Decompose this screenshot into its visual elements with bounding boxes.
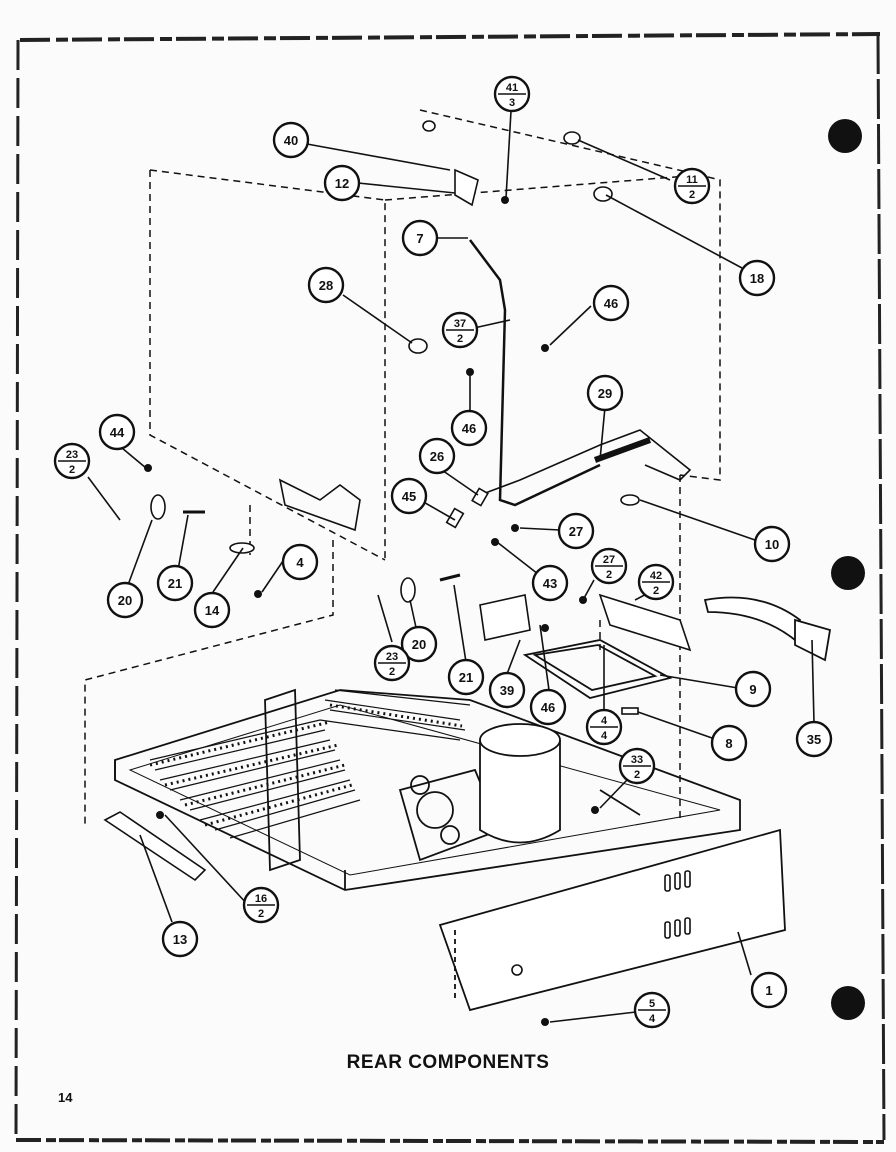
punch-hole bbox=[831, 986, 865, 1020]
callout-23-left-top: 23 bbox=[66, 449, 78, 461]
callout-12: 12 bbox=[335, 176, 349, 191]
callout-8: 8 bbox=[725, 736, 732, 751]
callout-circles bbox=[98, 121, 833, 1009]
punch-hole bbox=[831, 556, 865, 590]
screws bbox=[144, 196, 599, 1026]
drain-pan bbox=[522, 639, 673, 699]
callout-41-top: 41 bbox=[506, 82, 518, 94]
callout-4-frac-top: 4 bbox=[601, 715, 608, 727]
callout-40: 40 bbox=[284, 133, 298, 148]
base-pan bbox=[114, 689, 741, 891]
page-number: 14 bbox=[58, 1090, 73, 1105]
callout-42-top: 42 bbox=[650, 570, 662, 582]
rear-access-panel bbox=[438, 828, 786, 1012]
callout-39: 39 bbox=[500, 683, 514, 698]
coil-hatching bbox=[149, 703, 463, 827]
callout-26: 26 bbox=[430, 449, 444, 464]
callout-4-frac-bottom: 4 bbox=[601, 730, 608, 742]
callout-5-top: 5 bbox=[649, 998, 655, 1010]
callout-11-top: 11 bbox=[686, 174, 698, 186]
callout-4: 4 bbox=[296, 555, 304, 570]
fraction-dividers bbox=[58, 93, 706, 1011]
callout-23-left-bottom: 2 bbox=[69, 464, 75, 476]
callout-20-left: 20 bbox=[118, 593, 132, 608]
callout-7: 7 bbox=[416, 231, 423, 246]
callout-27-frac-bottom: 2 bbox=[606, 569, 612, 581]
callout-46-right: 46 bbox=[604, 296, 618, 311]
callout-16-bottom: 2 bbox=[258, 908, 264, 920]
small-parts bbox=[150, 120, 692, 715]
callout-33-top: 33 bbox=[631, 754, 643, 766]
callout-11-bottom: 2 bbox=[689, 189, 695, 201]
callout-5-bottom: 4 bbox=[649, 1013, 656, 1025]
callout-16-top: 16 bbox=[255, 893, 267, 905]
callout-42-bottom: 2 bbox=[653, 585, 659, 597]
callout-46-lower: 46 bbox=[541, 700, 555, 715]
base-trim-strip bbox=[103, 811, 207, 882]
callout-13: 13 bbox=[173, 932, 187, 947]
scan-border bbox=[14, 32, 886, 1144]
callout-41-bottom: 3 bbox=[509, 97, 515, 109]
leader-lines bbox=[87, 110, 815, 1023]
callout-21-left: 21 bbox=[168, 576, 182, 591]
water-tubing bbox=[469, 239, 652, 507]
diagram-title: REAR COMPONENTS bbox=[346, 1052, 550, 1073]
condenser-coils bbox=[149, 689, 471, 839]
callout-45: 45 bbox=[402, 489, 416, 504]
callout-27: 27 bbox=[569, 524, 583, 539]
fraction-labels: 41 3 11 2 37 2 23 2 23 2 27 2 42 2 4 4 3… bbox=[66, 82, 698, 1025]
callout-labels: 1 4 7 8 9 10 12 13 14 18 20 20 21 21 26 … bbox=[110, 133, 821, 998]
callout-29: 29 bbox=[598, 386, 612, 401]
compressor bbox=[479, 723, 641, 844]
rear-wall bbox=[278, 429, 692, 532]
drain-hose bbox=[703, 596, 832, 662]
callout-1: 1 bbox=[765, 983, 772, 998]
callout-28: 28 bbox=[319, 278, 333, 293]
callout-44: 44 bbox=[110, 425, 125, 440]
punch-hole bbox=[828, 119, 862, 153]
callout-21-center: 21 bbox=[459, 670, 473, 685]
callout-43: 43 bbox=[543, 576, 557, 591]
callout-37-bottom: 2 bbox=[457, 333, 463, 345]
callout-9: 9 bbox=[749, 682, 756, 697]
callout-37-top: 37 bbox=[454, 318, 466, 330]
callout-18: 18 bbox=[750, 271, 764, 286]
callout-35: 35 bbox=[807, 732, 821, 747]
callout-27-frac-top: 27 bbox=[603, 554, 615, 566]
callout-23-center-bottom: 2 bbox=[389, 666, 395, 678]
callout-14: 14 bbox=[205, 603, 220, 618]
callout-23-center-top: 23 bbox=[386, 651, 398, 663]
callout-46-upper: 46 bbox=[462, 421, 476, 436]
callout-20-center: 20 bbox=[412, 637, 426, 652]
panel-slots bbox=[511, 870, 691, 976]
callout-33-bottom: 2 bbox=[634, 769, 640, 781]
callout-10: 10 bbox=[765, 537, 779, 552]
